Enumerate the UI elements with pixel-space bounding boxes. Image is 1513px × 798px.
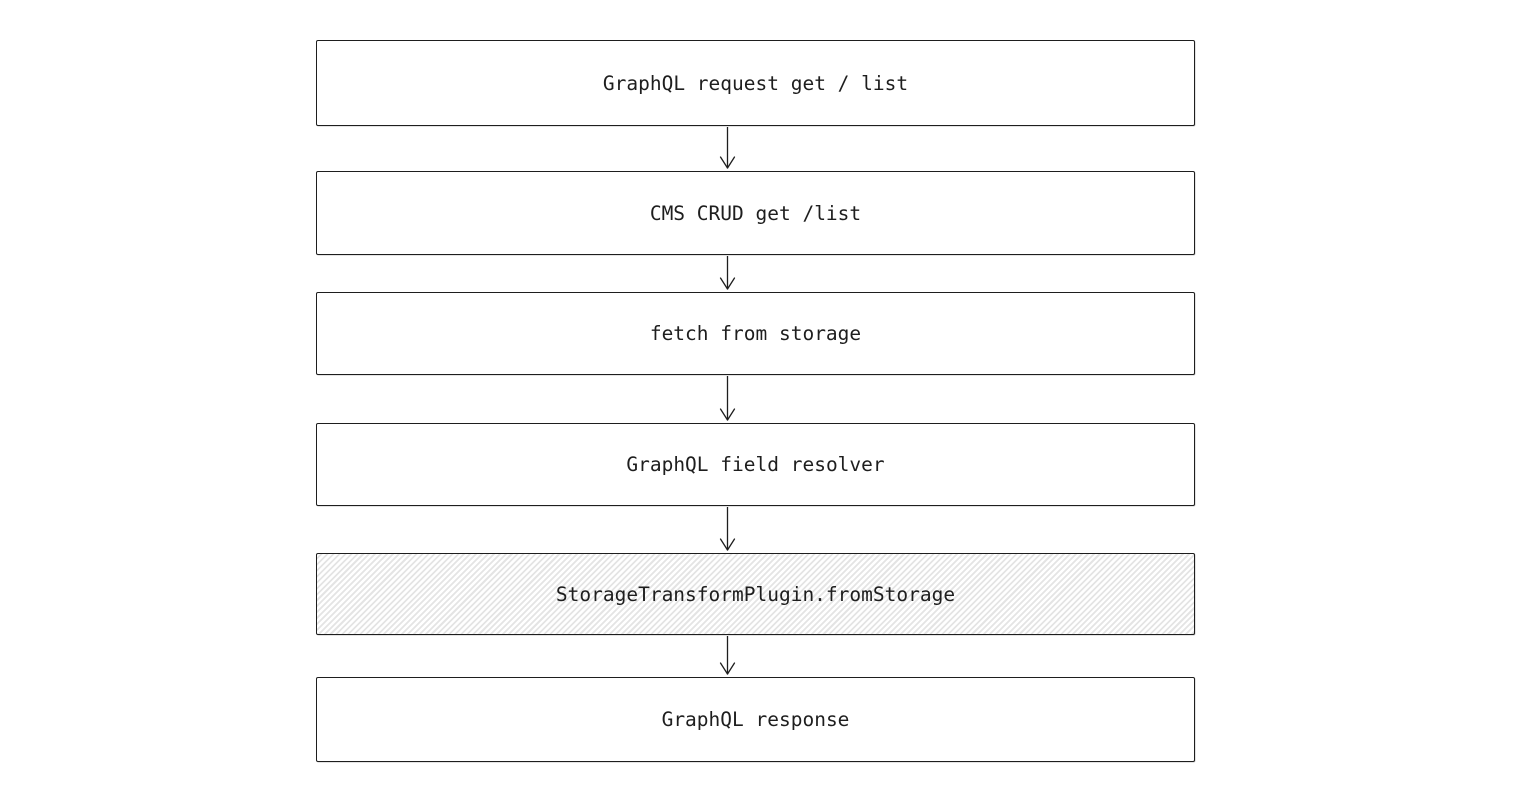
flow-step-label: GraphQL response bbox=[661, 708, 850, 731]
arrow-down-icon bbox=[717, 376, 738, 422]
flow-step-fetch-storage: fetch from storage bbox=[316, 292, 1195, 375]
arrow-down-icon bbox=[717, 127, 738, 170]
arrow-down-icon bbox=[717, 256, 738, 291]
arrow-down-icon bbox=[717, 636, 738, 676]
flow-step-label: GraphQL field resolver bbox=[626, 453, 885, 476]
flow-step-label: fetch from storage bbox=[649, 322, 862, 345]
flow-step-label: StorageTransformPlugin.fromStorage bbox=[555, 582, 956, 606]
flow-step-label: CMS CRUD get /list bbox=[649, 201, 862, 225]
flow-step-label: GraphQL request get / list bbox=[602, 71, 909, 95]
flow-step-graphql-request: GraphQL request get / list bbox=[316, 40, 1195, 126]
flow-step-cms-crud: CMS CRUD get /list bbox=[316, 171, 1195, 255]
arrow-down-icon bbox=[717, 507, 738, 552]
flow-step-storage-transform-plugin: StorageTransformPlugin.fromStorage bbox=[316, 553, 1195, 635]
flow-step-field-resolver: GraphQL field resolver bbox=[316, 423, 1195, 506]
flow-step-graphql-response: GraphQL response bbox=[316, 677, 1195, 762]
